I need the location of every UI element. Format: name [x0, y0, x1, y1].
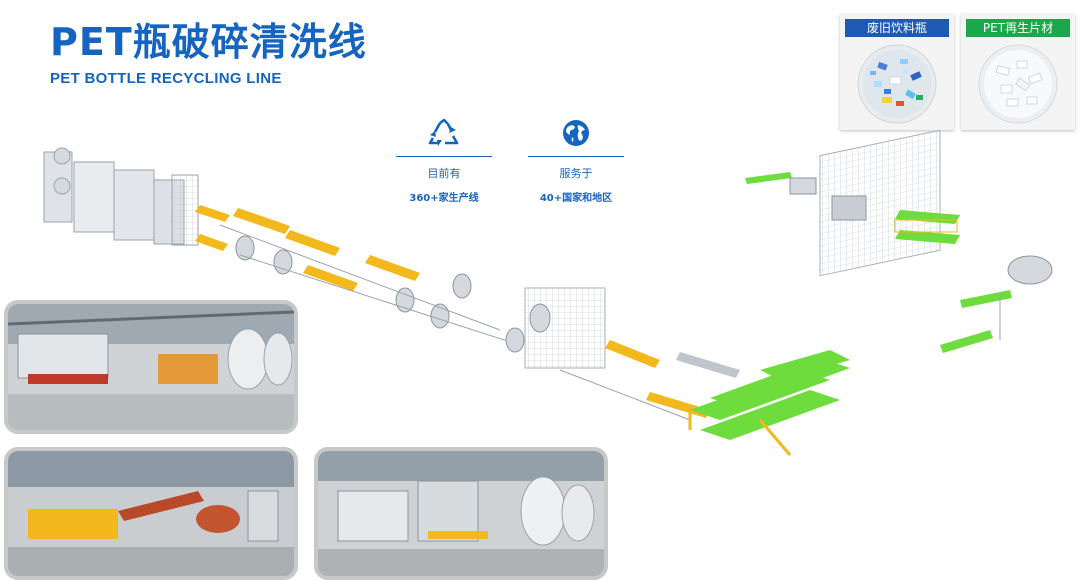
- stat-divider: [528, 156, 624, 157]
- stat-divider: [396, 156, 492, 157]
- factory-photo-3: [314, 447, 608, 580]
- stat-countries: 服务于 40+国家和地区: [528, 118, 624, 204]
- center-tower-structure: [505, 287, 606, 369]
- page-subtitle: PET BOTTLE RECYCLING LINE: [50, 70, 282, 87]
- sample-card-recycled-flakes: PET再生片材: [961, 14, 1075, 130]
- stat-label: 服务于: [559, 167, 593, 180]
- mixed-bottle-flakes-image: [857, 44, 937, 124]
- production-line-drawing: [43, 130, 1053, 456]
- upper-washing-line: [195, 205, 521, 346]
- optical-sorter-bank: [43, 147, 199, 246]
- recycle-icon: [428, 118, 459, 146]
- factory-photo-2: [4, 447, 298, 580]
- stat-value: 360+家生产线: [409, 193, 479, 204]
- factory-photo-1: [4, 300, 298, 434]
- page-title: PET瓶破碎清洗线: [50, 20, 367, 64]
- factory-interior-image: [8, 304, 294, 430]
- middle-conveyor-line: [559, 340, 740, 421]
- sample-label-waste-bottles: 废旧饮料瓶: [845, 19, 949, 37]
- globe-icon: [563, 120, 589, 146]
- stat-label: 目前有: [427, 167, 461, 180]
- stat-value: 40+国家和地区: [539, 193, 613, 204]
- sample-label-recycled-flakes: PET再生片材: [966, 19, 1070, 37]
- right-side-line: [745, 172, 1053, 353]
- stat-production-lines: 目前有 360+家生产线: [396, 118, 492, 204]
- clean-pet-flakes-image: [978, 44, 1058, 124]
- factory-interior-image: [8, 451, 294, 576]
- sample-card-waste-bottles: 废旧饮料瓶: [840, 14, 954, 130]
- factory-interior-image: [318, 451, 604, 576]
